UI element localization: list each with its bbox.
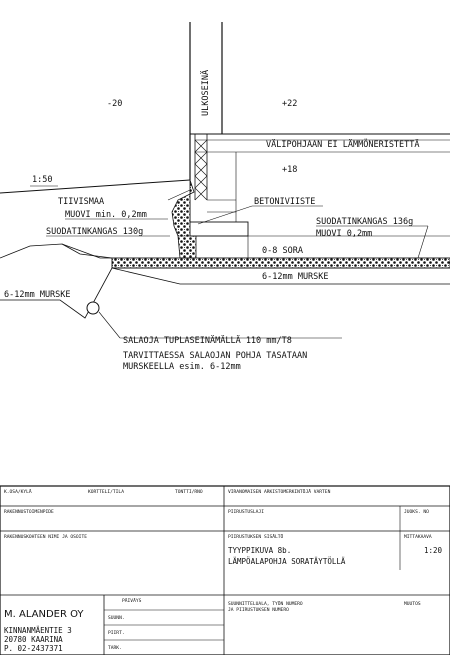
label-murske-right: 6-12mm MURSKE: [262, 272, 329, 282]
wall-label: ULKOSEINÄ: [200, 70, 211, 116]
tb-tark: TARK.: [108, 645, 122, 651]
floor-label: VÄLIPOHJAAN EI LÄMMÖNERISTETTÄ: [266, 139, 420, 150]
tb-piirustuksen-sisalto: PIIRUSTUKSEN SISÄLTÖ: [228, 533, 284, 540]
tb-kortteli: KORTTELI/TILA: [88, 489, 124, 495]
tb-address-1: KINNANMÄENTIE 3: [4, 626, 72, 635]
exterior-wall: [189, 22, 450, 222]
tb-rakennustoimenpide: RAKENNUSTOIMENPIDE: [4, 509, 54, 515]
label-tiivismaa: TIIVISMAA: [58, 197, 104, 207]
tb-muutos: MUUTOS: [404, 601, 421, 607]
tb-tontti: TONTTI/RNO: [175, 489, 203, 495]
note-line-2: MURSKEELLA esim. 6-12mm: [123, 362, 241, 372]
tb-content-line-1: TYYPPIKUVA 8b.: [228, 546, 291, 555]
label-suodatinkangas-left: SUODATINKANGAS 130g: [46, 227, 143, 237]
note-line-1: TARVITTAESSA SALAOJAN POHJA TASATAAN: [123, 351, 307, 361]
title-block: [0, 485, 450, 655]
tb-pvm: PÄIVÄYS: [122, 597, 142, 604]
label-salaoja: SALAOJA TUPLASEINÄMÄLLÄ 110 mm/T8: [123, 335, 292, 346]
tb-juoks-no: JUOKS. NO: [404, 509, 429, 515]
inside-temperature: +22: [282, 99, 297, 109]
label-muovi-left: MUOVI min. 0,2mm: [65, 210, 147, 220]
slope-label: 1:50: [32, 175, 52, 185]
tb-ja-piirustuksen: JA PIIRUSTUKSEN NUMERO: [228, 607, 289, 613]
tb-phone: P. 02-2437371: [4, 644, 63, 653]
tb-suunn: SUUNN.: [108, 615, 125, 621]
tb-viranomainen: VIRANOMAISEN ARKISTOMERKINTÖJÄ VARTEN: [228, 488, 331, 495]
label-muovi-right: MUOVI 0,2mm: [316, 229, 372, 239]
outside-temperature: -20: [107, 99, 122, 109]
tb-piirt: PIIRT.: [108, 630, 125, 636]
label-sora: 0-8 SORA: [262, 246, 303, 256]
tb-scale-value: 1:20: [424, 546, 443, 555]
label-suodatinkangas-right: SUODATINKANGAS 136g: [316, 217, 413, 227]
label-murske-left: 6-12mm MURSKE: [4, 290, 71, 300]
tb-content-line-2: LÄMPÖALAPOHJA SORATÄYTÖLLÄ: [228, 557, 346, 566]
tb-address-2: 20780 KAARINA: [4, 635, 63, 644]
tb-suunnittelualan: SUUNNITTELUALA, TYÖN NUMERO: [228, 600, 303, 607]
ground-profile: [0, 179, 450, 339]
tb-company: M. ALANDER OY: [4, 609, 84, 620]
tb-rakennuskohde: RAKENNUSKOHTEEN NIMI JA OSOITE: [4, 534, 87, 540]
tb-kosa-kyla: K.OSA/KYLÄ: [4, 488, 32, 495]
tb-mittakaava: MITTAKAAVA: [404, 534, 432, 540]
label-betoniviiste: BETONIVIISTE: [254, 197, 315, 207]
tb-piirustuslaji: PIIRUSTUSLAJI: [228, 509, 264, 515]
crawlspace-temperature: +18: [282, 165, 297, 175]
